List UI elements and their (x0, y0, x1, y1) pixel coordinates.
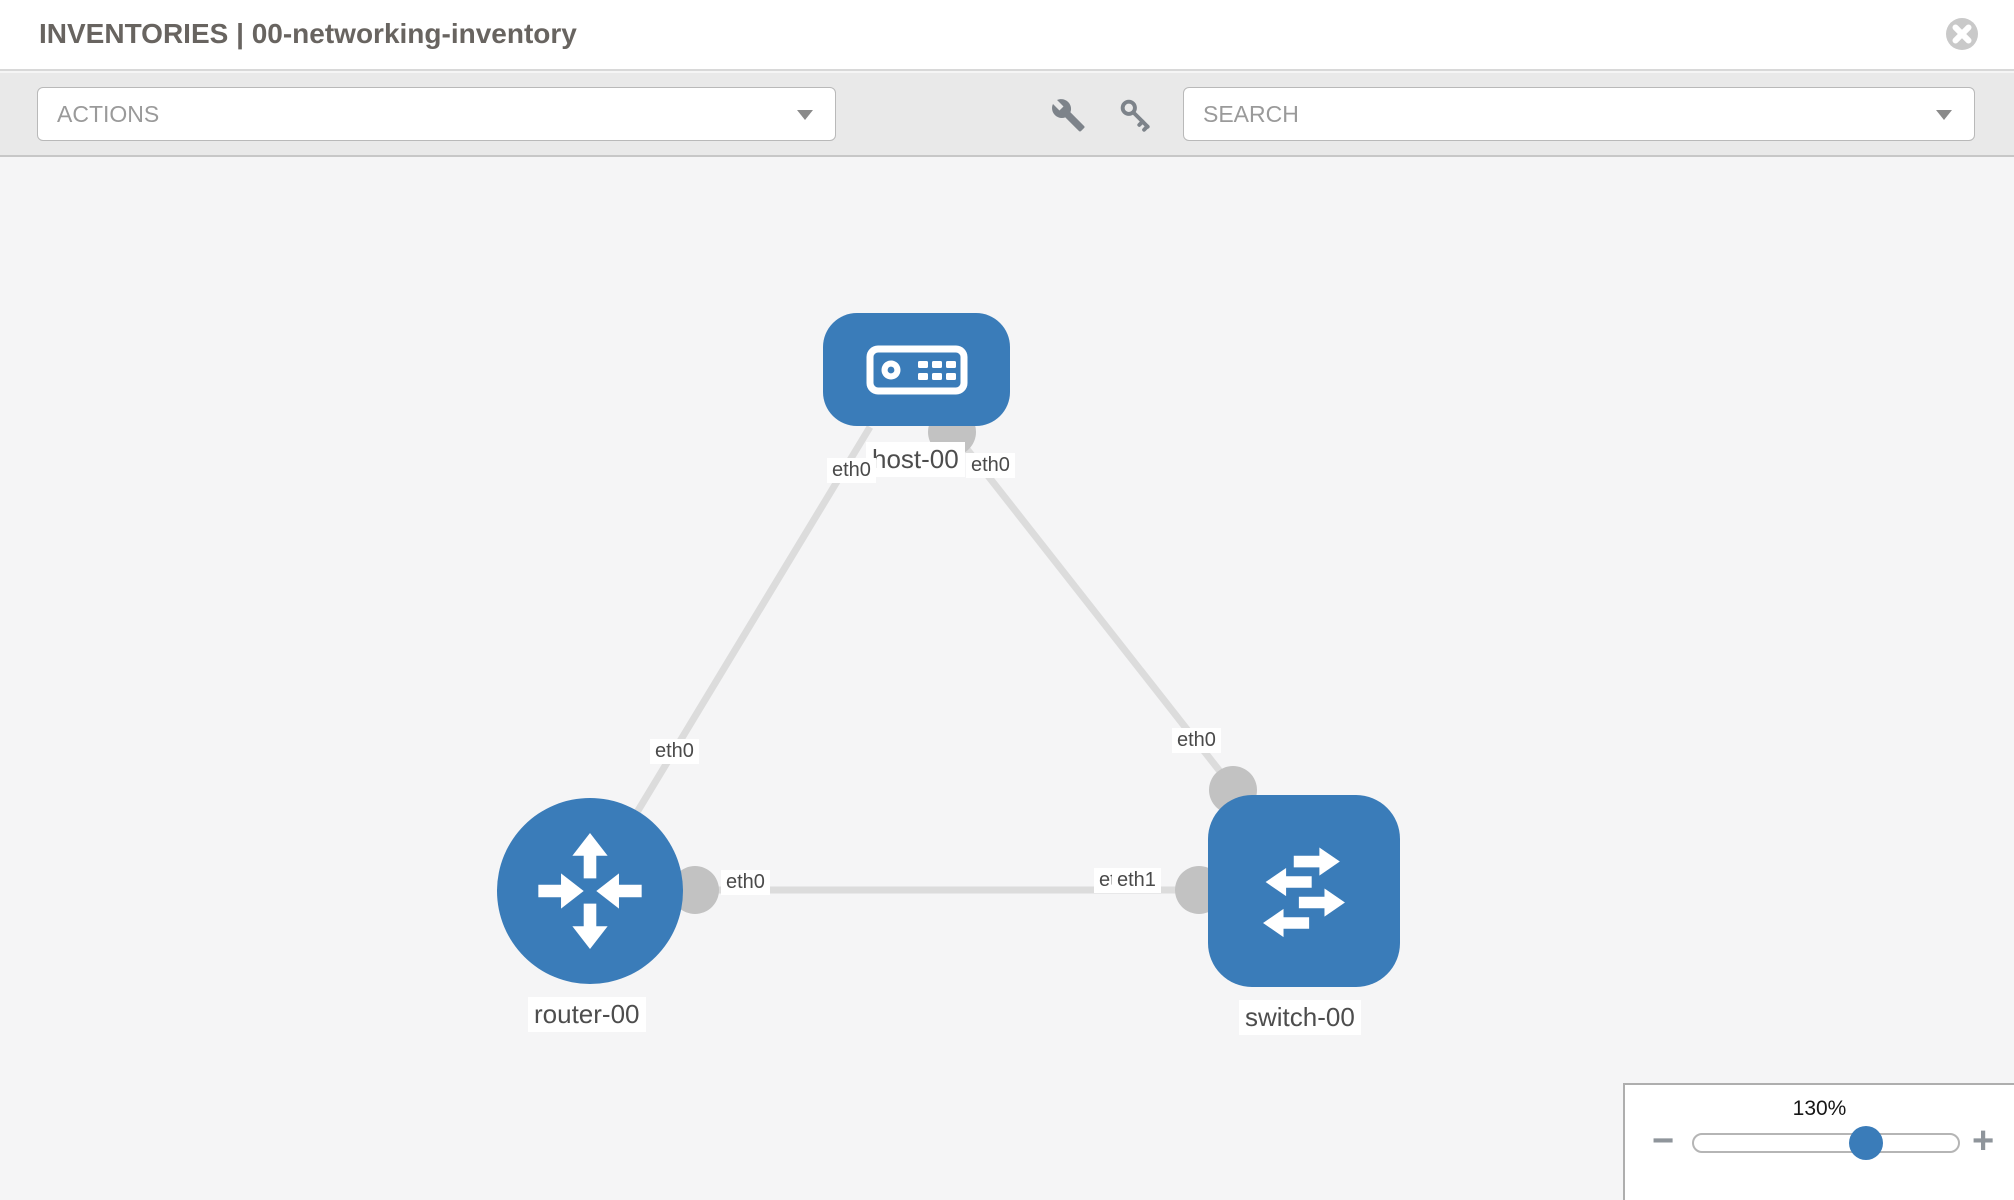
interface-label: eth0 (827, 458, 876, 483)
zoom-level: 130% (1792, 1097, 1847, 1120)
interface-label: eth0 (1172, 728, 1221, 753)
node-label-host: host-00 (866, 442, 965, 477)
node-switch-00[interactable] (1208, 795, 1400, 987)
links-layer (590, 408, 1257, 914)
host-icon (866, 345, 967, 394)
wrench-button[interactable] (1050, 97, 1086, 138)
actions-dropdown[interactable]: ACTIONS (37, 87, 836, 141)
node-host-00[interactable] (823, 313, 1010, 426)
chevron-down-icon (1936, 110, 1952, 120)
key-icon (1120, 99, 1150, 132)
zoom-slider-track[interactable] (1692, 1126, 1960, 1160)
actions-dropdown-label: ACTIONS (57, 100, 160, 127)
interface-label: eth0 (966, 453, 1015, 478)
zoom-out-button[interactable]: − (1652, 1120, 1675, 1162)
toolbar: ACTIONS SEARCH (0, 73, 2014, 157)
zoom-in-button[interactable]: + (1972, 1120, 1995, 1162)
interface-label: eth0 (721, 870, 770, 895)
header: INVENTORIES | 00-networking-inventory (0, 0, 2014, 71)
topology-canvas[interactable]: host-00 router-00 switch-00 eth0 eth0 et… (0, 157, 2014, 1200)
node-label-router: router-00 (528, 997, 646, 1032)
close-button[interactable] (1941, 13, 1983, 55)
interface-endpoint[interactable] (671, 866, 719, 914)
interface-label: eth0 (650, 739, 699, 764)
node-router-00[interactable] (497, 798, 683, 984)
page-title: INVENTORIES | 00-networking-inventory (39, 18, 577, 49)
search-dropdown[interactable]: SEARCH (1183, 87, 1975, 141)
chevron-down-icon (797, 110, 813, 120)
router-icon (538, 833, 642, 949)
interface-label: eth1 (1112, 868, 1161, 893)
wrench-icon (1052, 99, 1085, 132)
link-router-host[interactable] (590, 425, 873, 887)
node-label-switch: switch-00 (1239, 1000, 1361, 1035)
close-icon (1946, 18, 1978, 50)
credentials-button[interactable] (1118, 97, 1154, 138)
zoom-slider-knob[interactable] (1849, 1126, 1883, 1160)
zoom-panel: 130% − + (1623, 1083, 2014, 1200)
search-dropdown-label: SEARCH (1203, 100, 1299, 127)
switch-icon (1263, 847, 1345, 938)
